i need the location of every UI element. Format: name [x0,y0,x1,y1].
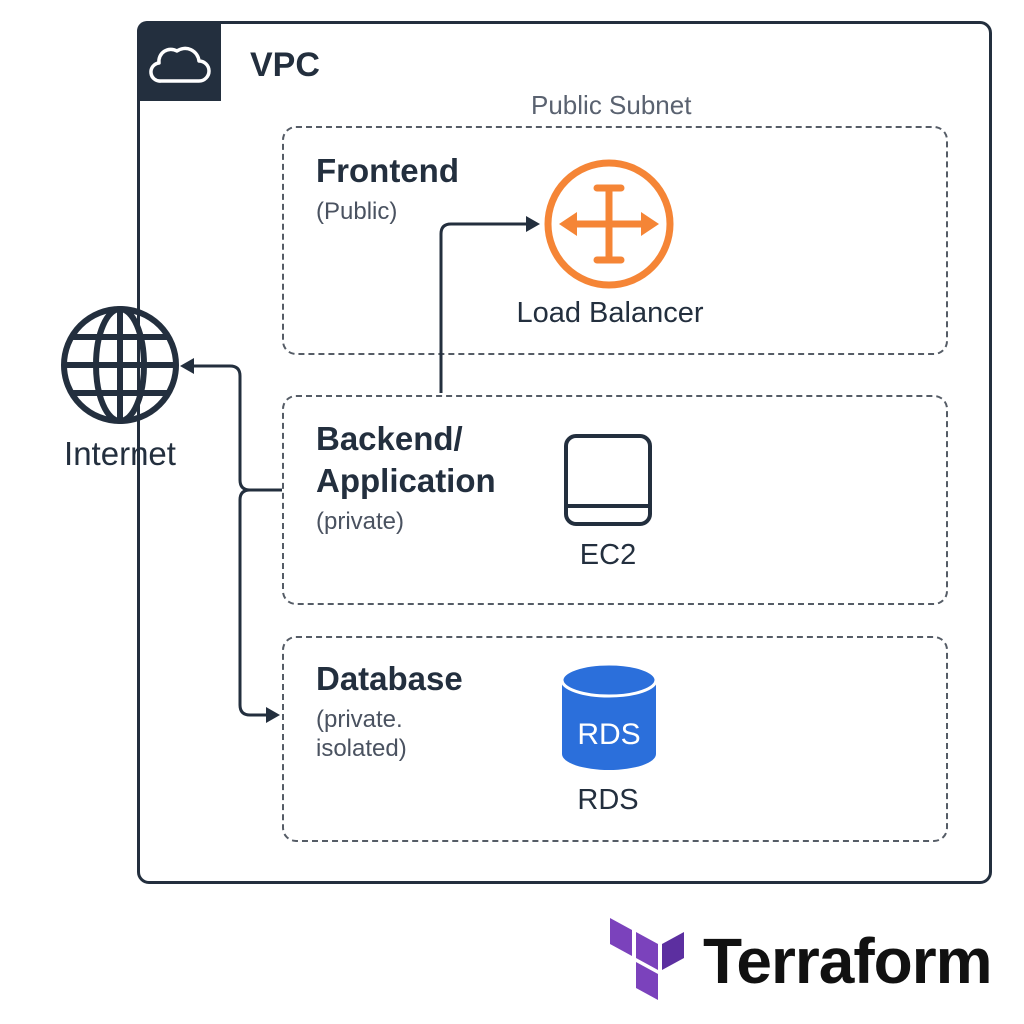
frontend-subtitle: (Public) [316,198,398,225]
backend-title: Backend/ Application [316,418,556,502]
backend-to-lb-arrow [439,222,528,393]
vpc-container [137,21,992,884]
database-title: Database [316,660,463,697]
terraform-wordmark: Terraform [703,925,993,997]
rds-label: RDS [577,784,639,816]
backend-to-database-arrow [238,488,282,717]
load-balancer-label: Load Balancer [516,297,704,329]
backend-title-line2: Application [316,462,496,499]
vpc-label: VPC [250,46,320,84]
cloud-icon [149,46,211,83]
frontend-title: Frontend [316,152,459,189]
arrowhead-internet [180,358,194,374]
arrowhead-lb [526,216,540,232]
database-subnet [282,636,948,842]
internet-label: Internet [64,435,176,472]
ec2-label: EC2 [579,539,637,571]
database-icon: RDS [560,662,658,770]
load-balancer-icon [544,159,674,289]
database-subtitle-line1: (private. [316,706,403,733]
backend-subtitle: (private) [316,508,405,535]
globe-icon [61,306,179,424]
backend-title-line1: Backend/ [316,420,463,457]
backend-subnet [282,395,948,605]
backend-to-internet-arrow [192,364,282,492]
vpc-badge [137,21,221,101]
rds-icon-text: RDS [577,718,640,751]
terraform-logo [610,918,684,1000]
server-icon [564,434,652,526]
database-subtitle-line2: isolated) [316,735,407,762]
frontend-subnet [282,126,948,355]
public-subnet-label: Public Subnet [531,90,692,120]
arrowhead-database [266,707,280,723]
database-subtitle: (private. isolated) [316,705,476,763]
